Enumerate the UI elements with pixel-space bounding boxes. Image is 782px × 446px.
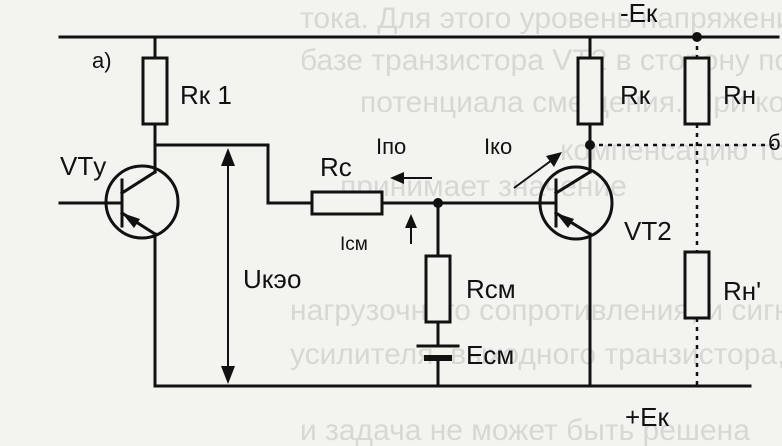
vt2-label: VT2 xyxy=(624,216,672,246)
supply-negative-label: -Eк xyxy=(620,0,658,28)
rc-label: Rc xyxy=(320,152,352,182)
rk1-resistor xyxy=(141,56,169,126)
ipo-label: Iпо xyxy=(376,134,406,159)
bg-line-4: компенсацию тока xyxy=(560,134,782,167)
rc-resistor xyxy=(310,190,384,216)
bg-line-5: принимает значение xyxy=(340,170,627,203)
rcm-resistor xyxy=(424,254,452,324)
panel-tag-label: a) xyxy=(92,48,112,73)
rcm-label: Rсм xyxy=(466,274,516,304)
bg-line-8: и задача не может быть решена xyxy=(300,414,750,446)
vtu-transistor xyxy=(58,164,180,240)
rn-prime-label: Rн' xyxy=(723,276,761,306)
bg-line-7: усилителя, выходного транзистора, перехо… xyxy=(290,338,782,371)
rk-label: Rк xyxy=(620,80,651,110)
supply-positive-label: +Eк xyxy=(625,402,670,432)
bg-line-3: потенциала смещения. При компенсации xyxy=(360,86,782,119)
icm-label: Iсм xyxy=(340,234,368,255)
rn-resistor xyxy=(683,56,711,126)
rk1-label: Rк 1 xyxy=(180,80,232,110)
rk-resistor xyxy=(576,56,604,126)
rn-prime-resistor xyxy=(683,250,711,320)
ecm-label: Eсм xyxy=(466,340,514,370)
ipo-current-arrow xyxy=(390,172,432,184)
ukeo-voltage-arrow xyxy=(221,148,235,384)
iko-label: Iко xyxy=(484,134,512,159)
vt2-transistor xyxy=(538,165,614,241)
rn-label: Rн xyxy=(723,80,756,110)
iko-current-arrow xyxy=(513,152,562,189)
edge-letter-label: б xyxy=(768,130,781,155)
ukeo-label: Uкэо xyxy=(243,264,301,294)
bg-line-1: тока. Для этого уровень напряжения на xyxy=(300,2,782,35)
icm-current-arrow xyxy=(405,214,417,244)
vtu-label: VTу xyxy=(60,151,106,181)
